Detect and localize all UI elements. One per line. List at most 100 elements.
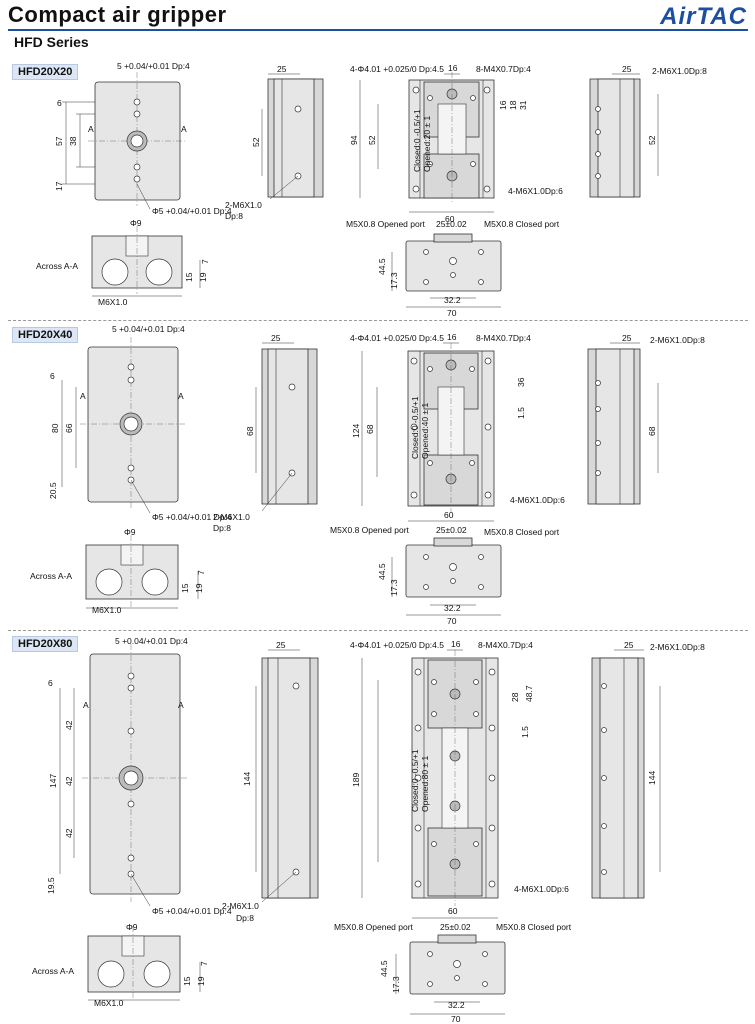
section-hfd20x40: HFD20X40 5 +0.04/+0.01 Dp:4 6 80 66 20.5… [0,324,755,627]
side-view [261,73,324,200]
dim-tolerance: 25±0.02 [436,525,467,535]
right-view [587,342,659,505]
dim-6: 6 [57,98,62,108]
dim-17-bottom: 17.3 [389,272,399,289]
dim-16-top: 16 [448,63,458,73]
front-view [359,72,495,213]
right-view [591,649,661,899]
header-rule [8,29,748,31]
dim-pin-hole: 5 +0.04/+0.01 Dp:4 [115,636,188,646]
dim-1-5: 1.5 [520,726,530,738]
dim-70: 70 [447,308,457,318]
dim-38: 38 [68,136,78,146]
top-view [61,337,186,514]
cross-section [87,926,201,1001]
dim-tap: 2-M6X1.0 [225,200,262,210]
model-label: HFD20X80 [12,636,79,652]
dim-tap-side: 4-M6X1.0Dp:6 [514,884,569,894]
dim-18: 18 [508,100,518,110]
dim-28: 28 [510,692,520,702]
right-view [589,73,659,198]
dim-70: 70 [451,1014,461,1024]
dim-147: 147 [48,774,58,788]
section-divider [8,320,748,321]
dim-60: 60 [444,510,454,520]
dim-m6-cross: M6X1.0 [98,297,128,307]
top-view [59,644,188,907]
closed-port: M5X0.8 Closed port [484,527,560,537]
dim-tap-top: 8-M4X0.7Dp:4 [476,333,531,343]
dim-17-bottom: 17.3 [391,976,401,993]
drawing-hfd20x20: 5 +0.04/+0.01 Dp:4 6 57 38 17 A A Φ5 +0.… [36,61,707,318]
dim-bottom-hole: Φ5 +0.04/+0.01 Dp:4 [152,906,232,916]
opened-port: M5X0.8 Opened port [330,525,410,535]
dim-15-cross: 15 [184,272,194,282]
dim-7: 7 [199,961,209,966]
dim-tap-top: 8-M4X0.7Dp:4 [478,640,533,650]
dim-25-right: 25 [622,333,632,343]
dim-16-top: 16 [447,332,457,342]
dim-94: 94 [349,135,359,145]
dim-17: 17 [54,181,64,191]
dim-44: 44.5 [377,563,387,580]
dim-42-b: 42 [64,776,74,786]
dim-pin-hole: 5 +0.04/+0.01 Dp:4 [112,324,185,334]
dim-25-right: 25 [624,640,634,650]
dim-70: 70 [447,616,457,626]
dim-closed: Closed:0 -0.5/+1 [410,396,420,459]
dim-25: 25 [271,333,281,343]
dim-tap-side: 4-M6X1.0Dp:6 [508,186,563,196]
dim-32: 32.2 [448,1000,465,1010]
dim-31: 31 [518,100,528,110]
dim-17-bottom: 17.3 [389,579,399,596]
closed-port: M5X0.8 Closed port [484,219,560,229]
dim-tap-right: 2-M6X1.0Dp:8 [652,66,707,76]
dim-42-a: 42 [64,720,74,730]
dim-tap-depth: Dp:8 [236,913,254,923]
dim-pin-hole: 5 +0.04/+0.01 Dp:4 [117,61,190,71]
bottom-view [391,537,502,616]
closed-port: M5X0.8 Closed port [496,922,572,932]
dim-phi9: Φ9 [130,218,142,228]
dim-tap-depth: Dp:8 [213,523,231,533]
dim-m6-cross: M6X1.0 [92,605,122,615]
dim-19-5: 19.5 [46,877,56,894]
cross-section [85,535,199,609]
dim-52-right: 52 [647,135,657,145]
dim-tap-depth: Dp:8 [225,211,243,221]
section-mark-right: A [178,700,184,710]
dim-phi9: Φ9 [126,922,138,932]
dim-pins: 4-Φ4.01 +0.025/0 Dp:4.5 [350,640,444,650]
dim-bottom-hole: Φ5 +0.04/+0.01 Dp:4 [152,206,232,216]
dim-144-right: 144 [647,771,657,785]
model-label: HFD20X40 [12,327,79,343]
dim-1-5: 1.5 [516,407,526,419]
dim-44: 44.5 [377,258,387,275]
dim-19: 19 [194,583,204,593]
model-label: HFD20X20 [12,64,79,80]
dim-15-cross: 15 [180,583,190,593]
dim-tolerance: 25±0.02 [436,219,467,229]
cross-label: Across A-A [36,261,78,271]
dim-68-front: 68 [365,424,375,434]
dim-tap: 2-M6X1.0 [222,901,259,911]
dim-tap-right: 2-M6X1.0Dp:8 [650,335,705,345]
bottom-view [391,233,502,308]
dim-16-top: 16 [451,639,461,649]
dim-opened: Opened:80 ± 1 [420,756,430,812]
dim-25: 25 [277,64,287,74]
dim-opened: Opened:40 ± 1 [420,403,430,459]
section-hfd20x80: HFD20X80 5 +0.04/+0.01 Dp:4 6 147 42 42 … [0,636,755,1024]
bottom-view [395,934,506,1015]
dim-25: 25 [276,640,286,650]
dim-19: 19 [196,976,206,986]
section-hfd20x20: HFD20X20 5 +0.04/+0.01 Dp:4 6 57 38 17 A… [0,61,755,320]
dim-opened: Opened:20 ± 1 [422,116,432,172]
dim-tolerance: 25±0.02 [440,922,471,932]
opened-port: M5X0.8 Opened port [334,922,414,932]
cross-section [91,226,201,297]
dim-36: 36 [516,377,526,387]
page-title: Compact air gripper [8,2,227,27]
section-mark-left: A [80,391,86,401]
section-mark-left: A [88,124,94,134]
